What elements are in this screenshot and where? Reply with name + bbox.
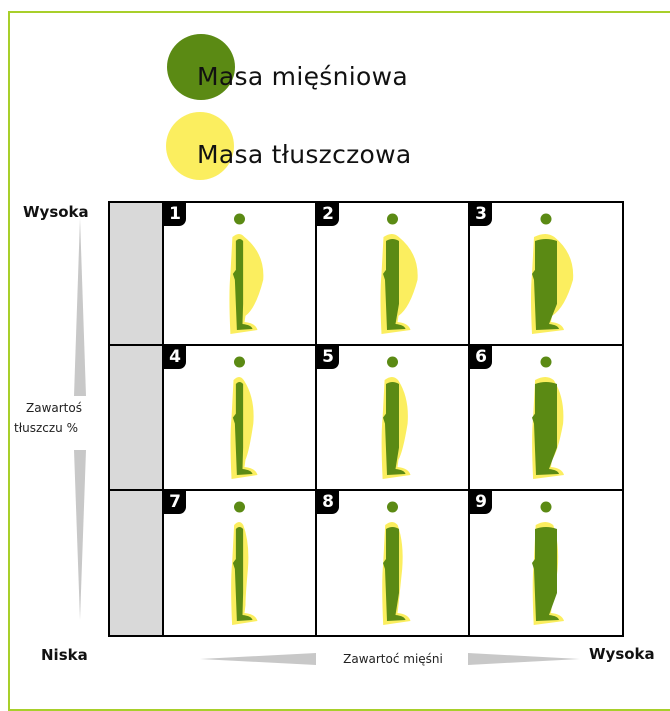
y-axis-arrow-up: [74, 218, 86, 396]
figure-muscle-layer: [532, 527, 559, 621]
grid-cell-1: 1: [164, 203, 315, 344]
grid-cell-3: 3: [470, 203, 622, 344]
figure-muscle-layer: [383, 527, 406, 621]
figure-muscle-layer: [232, 382, 253, 475]
figure-head: [540, 356, 552, 368]
body-figure-3: [531, 213, 574, 334]
cell-number-badge: 3: [470, 203, 492, 226]
figure-head: [387, 356, 398, 368]
cell-number-badge: 8: [317, 491, 339, 514]
x-axis-arrow-right: [468, 653, 580, 665]
cell-number-badge: 9: [470, 491, 492, 514]
grid-cell-8: 8: [317, 491, 468, 635]
body-figure-1: [229, 213, 264, 334]
y-axis-title-line2: tłuszczu %: [14, 421, 78, 435]
fat-legend-swatch: [166, 112, 234, 180]
grid-cell-6: 6: [470, 346, 622, 489]
y-axis-title: Zawartoś tłuszczu %: [14, 398, 146, 438]
grid-side-column: [110, 203, 164, 635]
x-axis-arrow-left: [200, 653, 316, 665]
cell-number-badge: 4: [164, 346, 186, 369]
figure-muscle-layer: [532, 239, 559, 330]
body-figure-9: [532, 501, 564, 625]
x-axis-high-label: Wysoka: [589, 645, 655, 663]
cell-number-badge: 7: [164, 491, 186, 514]
figure-head: [234, 213, 245, 225]
cell-number-badge: 6: [470, 346, 492, 369]
grid-cell-9: 9: [470, 491, 622, 635]
grid-row-divider: [110, 489, 622, 491]
figure-muscle-layer: [383, 382, 406, 475]
body-figure-2: [380, 213, 418, 334]
grid-col-divider: [468, 203, 470, 635]
y-axis-arrow-down: [74, 450, 86, 620]
body-figure-5: [381, 356, 411, 479]
grid-cell-4: 4: [164, 346, 315, 489]
body-figure-7: [231, 501, 258, 625]
figure-head: [387, 501, 398, 513]
y-axis-low-label: Niska: [41, 646, 88, 664]
body-figure-4: [230, 356, 258, 479]
figure-head: [387, 213, 398, 225]
axis-arrows: [74, 218, 580, 665]
grid-cell-5: 5: [317, 346, 468, 489]
figure-head: [234, 501, 245, 513]
figure-muscle-layer: [232, 239, 253, 330]
grid-cell-7: 7: [164, 491, 315, 635]
figure-head: [234, 356, 245, 368]
body-composition-grid: 1 2 3 4 5 6 7 8 9: [108, 201, 624, 637]
figure-muscle-layer: [383, 239, 406, 330]
body-figure-6: [532, 356, 564, 479]
y-axis-high-label: Wysoka: [23, 203, 89, 221]
figure-head: [540, 501, 552, 513]
muscle-legend-swatch: [167, 34, 235, 100]
grid-col-divider: [315, 203, 317, 635]
fat-legend-label: Masa tłuszczowa: [197, 140, 412, 169]
grid-row-divider: [110, 344, 622, 346]
figure-fat-layer: [229, 234, 264, 334]
cell-number-badge: 5: [317, 346, 339, 369]
figure-fat-layer: [230, 377, 258, 479]
y-axis-title-line1: Zawartoś: [26, 401, 82, 415]
cell-number-badge: 2: [317, 203, 339, 226]
body-figure-8: [382, 501, 411, 625]
figure-head: [540, 213, 552, 225]
figure-muscle-layer: [232, 527, 253, 621]
muscle-legend-label: Masa mięśniowa: [197, 62, 408, 91]
x-axis-title: Zawartoć mięśni: [343, 652, 443, 666]
grid-cell-2: 2: [317, 203, 468, 344]
cell-number-badge: 1: [164, 203, 186, 226]
figure-muscle-layer: [532, 382, 559, 475]
